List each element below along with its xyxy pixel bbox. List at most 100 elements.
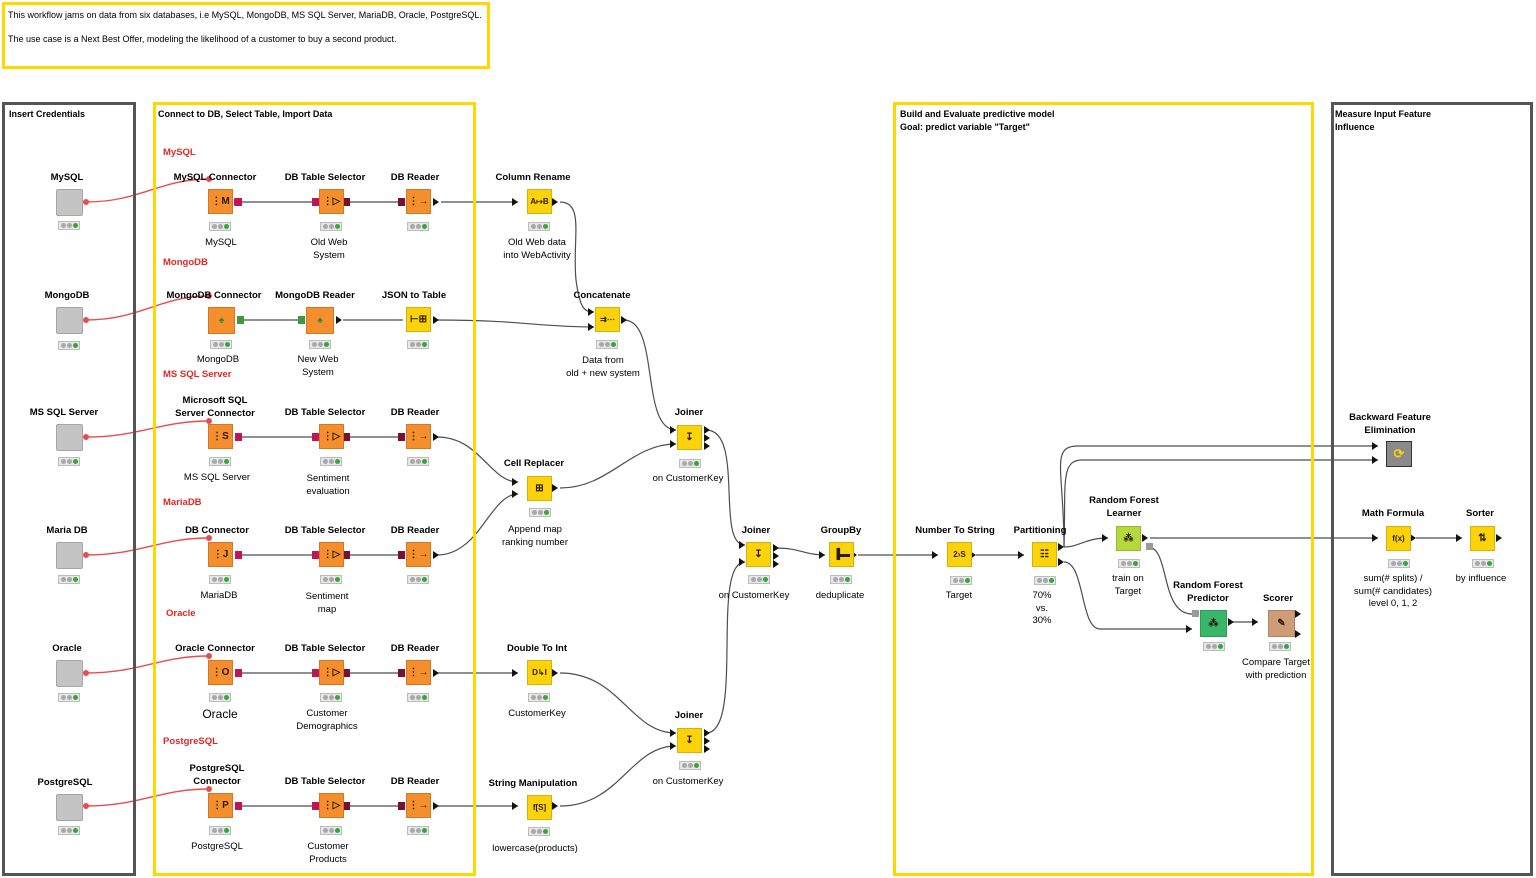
db-reader-node[interactable]: ⋮→	[406, 660, 431, 685]
credential-port[interactable]	[206, 535, 212, 541]
concatenate-node[interactable]: ⇉⋯	[595, 307, 620, 332]
credential-port[interactable]	[206, 418, 212, 424]
mongodb-connector-node[interactable]: ♠	[208, 307, 235, 334]
db-port[interactable]	[398, 802, 405, 810]
db-table-selector-node[interactable]: ⋮▷	[319, 542, 344, 567]
port-arrow	[433, 433, 439, 441]
db-port[interactable]	[312, 433, 319, 441]
db-reader-node[interactable]: ⋮→	[406, 793, 431, 818]
postgresql-connector-node[interactable]: ⋮P	[208, 793, 233, 818]
scorer-node[interactable]: ✎	[1268, 610, 1295, 637]
oracle-connector-node[interactable]: ⋮O	[208, 660, 233, 685]
credential-port[interactable]	[83, 317, 89, 323]
joiner-node[interactable]: ↧	[677, 425, 702, 450]
number-to-string-node[interactable]: 2›S	[947, 542, 972, 567]
db-reader-node[interactable]: ⋮→	[406, 542, 431, 567]
db-port[interactable]	[343, 669, 350, 677]
annotation-build-evaluate[interactable]: Build and Evaluate predictive model Goal…	[893, 102, 1314, 876]
credentials-node-oracle[interactable]	[56, 660, 83, 687]
db-port[interactable]	[235, 802, 242, 810]
sorter-node[interactable]: ⇅	[1470, 526, 1495, 551]
credentials-node-postgresql[interactable]	[56, 794, 83, 821]
joiner-node[interactable]: ↧	[746, 542, 771, 567]
cell-replacer-node[interactable]: ⊞	[527, 476, 552, 501]
credential-port[interactable]	[206, 653, 212, 659]
db-table-selector-node[interactable]: ⋮▷	[319, 660, 344, 685]
credentials-node-mariadb[interactable]	[56, 542, 83, 569]
db-port[interactable]	[343, 551, 350, 559]
db-table-selector-node[interactable]: ⋮▷	[319, 793, 344, 818]
credential-port[interactable]	[206, 293, 212, 299]
db-table-selector-node[interactable]: ⋮▷	[319, 424, 344, 449]
credential-port[interactable]	[206, 176, 212, 182]
json-to-table-node[interactable]: ⊢⊞	[406, 307, 431, 332]
string-manipulation-node[interactable]: f[S]	[527, 795, 552, 820]
node-title: Random Forest	[1173, 580, 1243, 591]
random-forest-predictor-node[interactable]: ⁂	[1200, 610, 1227, 637]
db-port[interactable]	[398, 551, 405, 559]
annotation-connect-import[interactable]: Connect to DB, Select Table, Import Data	[153, 102, 476, 876]
db-port[interactable]	[343, 433, 350, 441]
credential-port[interactable]	[206, 786, 212, 792]
mongo-port[interactable]	[237, 316, 244, 324]
db-reader-node[interactable]: ⋮→	[406, 424, 431, 449]
port-arrow	[621, 316, 627, 324]
model-connection	[1147, 546, 1193, 615]
model-port[interactable]	[1146, 543, 1153, 550]
joiner-node[interactable]: ↧	[677, 728, 702, 753]
db-port[interactable]	[312, 669, 319, 677]
db-port[interactable]	[235, 198, 242, 206]
groupby-node[interactable]: ▐▬	[829, 542, 854, 567]
credential-port[interactable]	[83, 552, 89, 558]
credentials-node-mysql[interactable]	[56, 189, 83, 216]
db-port[interactable]	[312, 802, 319, 810]
backward-feature-elimination-node[interactable]: ⟳	[1386, 441, 1412, 467]
mongo-port[interactable]	[298, 316, 305, 324]
port-arrow	[932, 551, 938, 559]
credentials-node-mongodb[interactable]	[56, 307, 83, 334]
status-indicator	[950, 576, 972, 585]
annotation-insert-credentials[interactable]: Insert Credentials	[2, 102, 136, 876]
status-indicator	[407, 340, 429, 349]
node-caption: New Web	[297, 354, 339, 365]
mysql-connector-node[interactable]: ⋮M	[208, 189, 233, 214]
db-port[interactable]	[235, 551, 242, 559]
db-port[interactable]	[343, 802, 350, 810]
db-port[interactable]	[398, 198, 405, 206]
node-title: Scorer	[1262, 593, 1294, 604]
db-port[interactable]	[235, 433, 242, 441]
mongodb-reader-node[interactable]: ♠	[306, 307, 334, 334]
math-formula-node[interactable]: f(x)	[1386, 526, 1411, 551]
status-indicator	[320, 457, 342, 466]
random-forest-learner-node[interactable]: ⁂	[1116, 526, 1141, 551]
model-port[interactable]	[1192, 610, 1199, 617]
database-icon: ⋮P	[212, 800, 229, 811]
db-port[interactable]	[398, 433, 405, 441]
db-port[interactable]	[235, 669, 242, 677]
workflow-description-note[interactable]: This workflow jams on data from six data…	[2, 2, 490, 69]
db-port[interactable]	[398, 669, 405, 677]
partitioning-node[interactable]: ☷	[1032, 542, 1057, 567]
annotation-measure-influence[interactable]: Measure Input Feature Influence	[1331, 102, 1533, 876]
port-arrow	[739, 558, 745, 566]
data-connection	[559, 672, 677, 734]
double-to-int-node[interactable]: D↳I	[527, 660, 552, 685]
credential-port[interactable]	[83, 670, 89, 676]
column-rename-node[interactable]: A↦B	[527, 189, 552, 214]
status-indicator	[407, 693, 429, 702]
node-caption: sum(# splits) /	[1363, 573, 1423, 584]
credential-port[interactable]	[83, 199, 89, 205]
mariadb-connector-node[interactable]: ⋮J	[208, 542, 233, 567]
credential-port[interactable]	[83, 803, 89, 809]
mssql-connector-node[interactable]: ⋮S	[208, 424, 233, 449]
db-port[interactable]	[312, 198, 319, 206]
port-arrow	[1102, 534, 1108, 542]
db-reader-icon: ⋮→	[408, 196, 429, 207]
credential-port[interactable]	[83, 434, 89, 440]
credentials-node-mssql[interactable]	[56, 424, 83, 451]
db-reader-node[interactable]: ⋮→	[406, 189, 431, 214]
db-port[interactable]	[312, 551, 319, 559]
db-port[interactable]	[343, 198, 350, 206]
db-table-selector-node[interactable]: ⋮▷	[319, 189, 344, 214]
node-caption: on CustomerKey	[718, 590, 790, 601]
